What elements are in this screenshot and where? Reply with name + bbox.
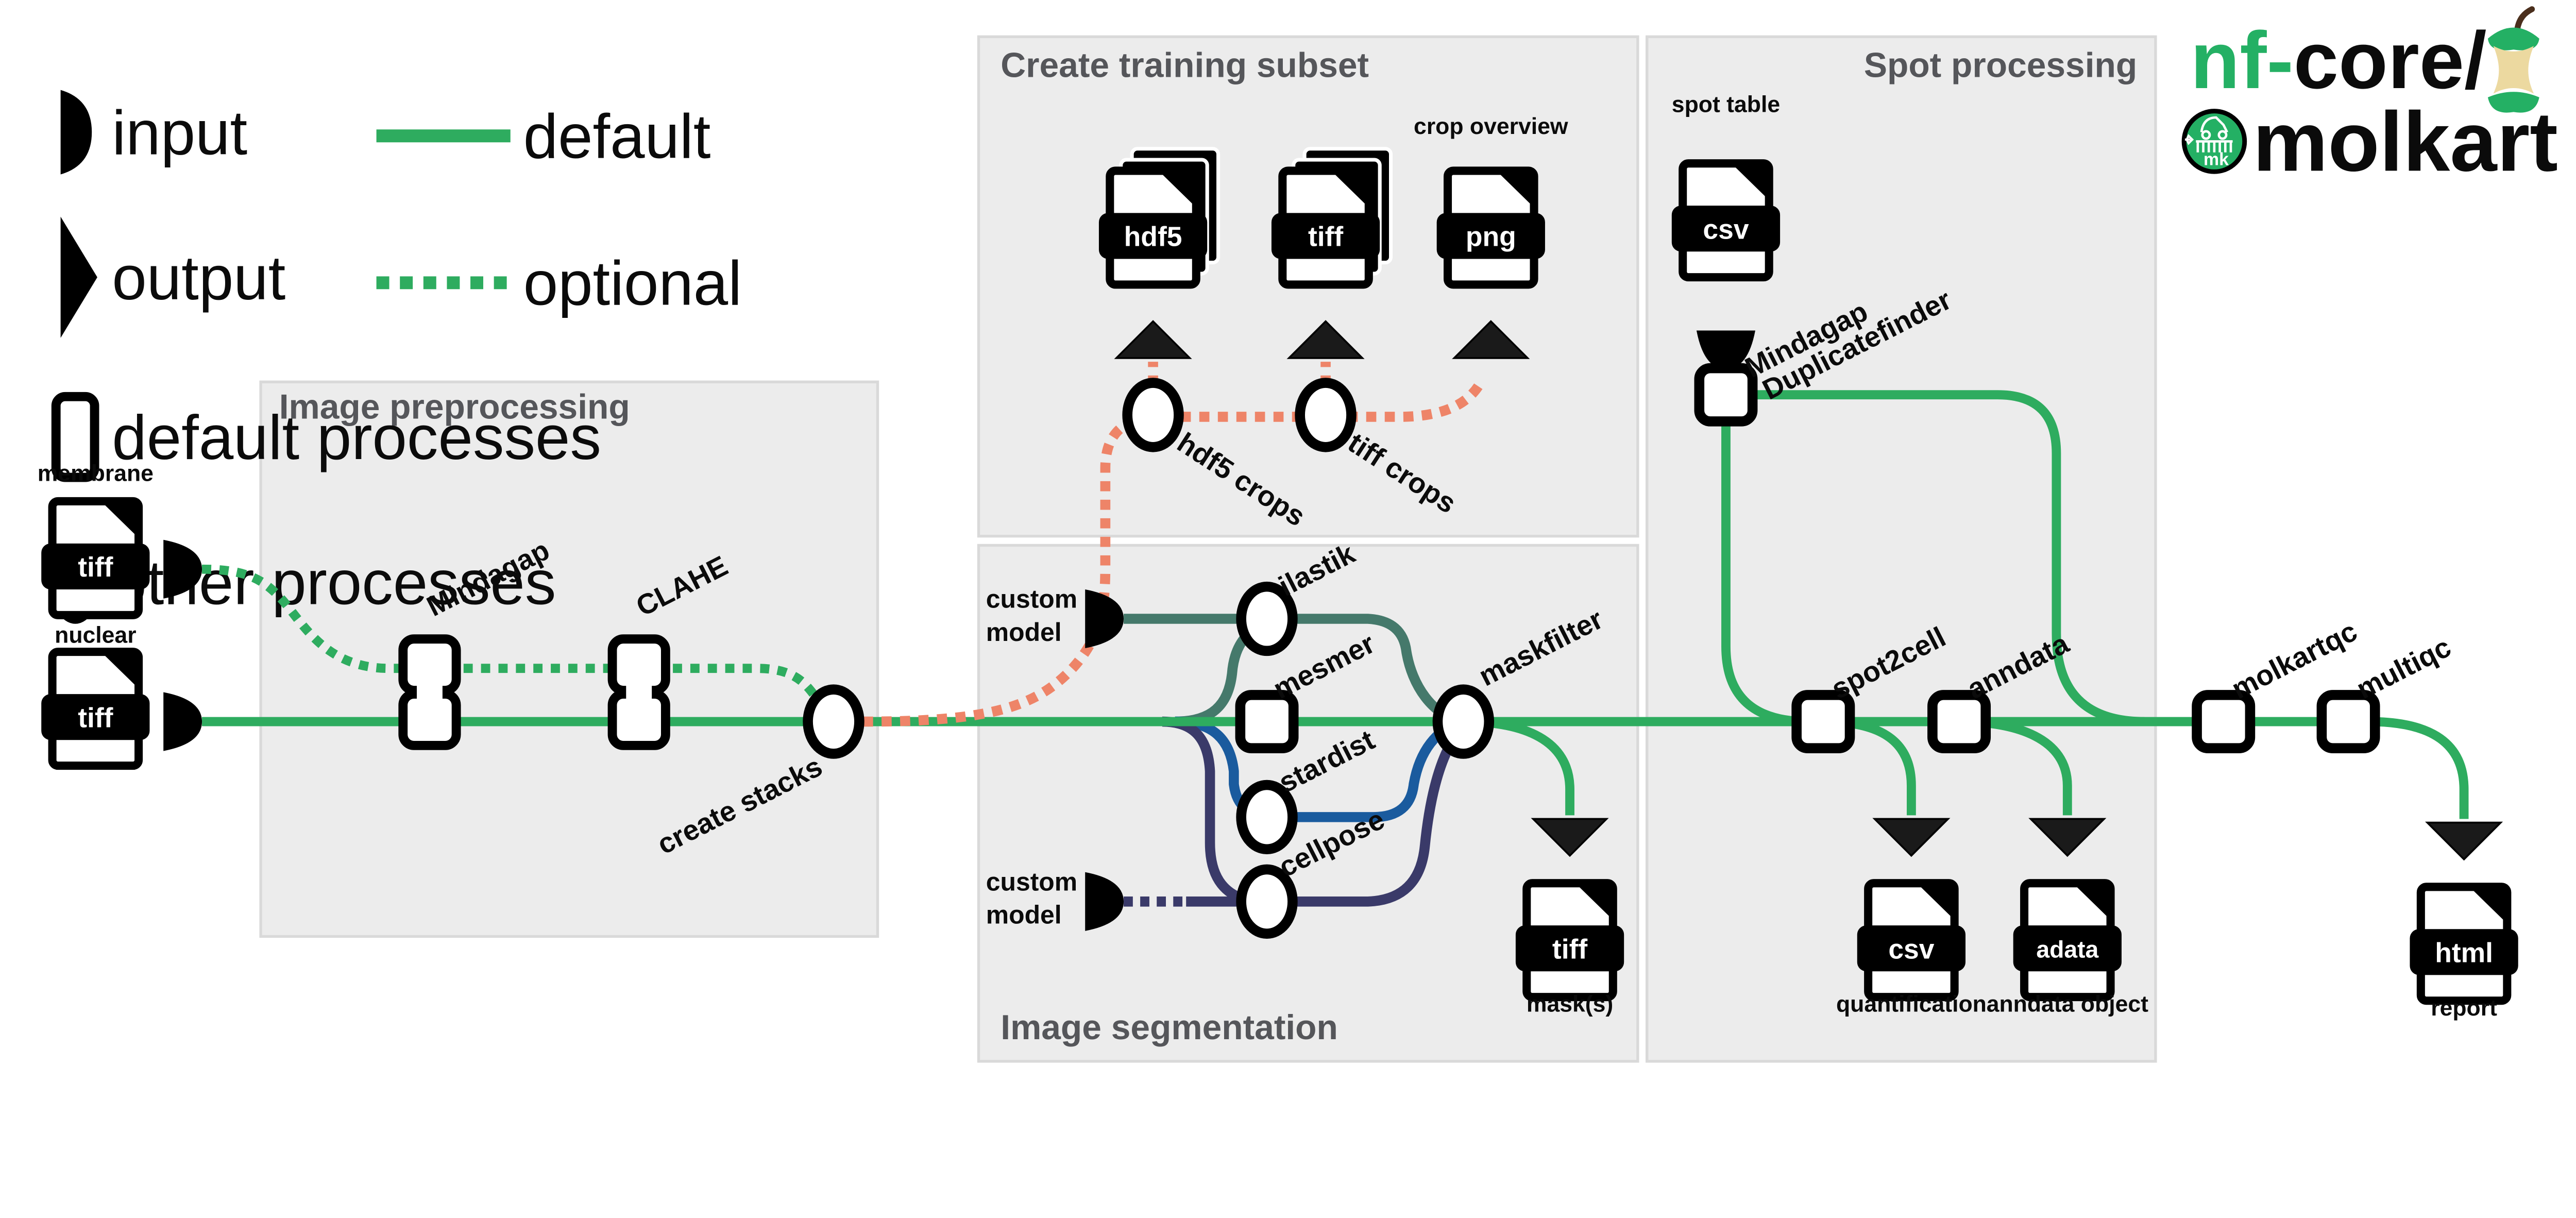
svg-text:hdf5: hdf5 — [1124, 222, 1182, 252]
edge-multiqc-to-report — [2368, 717, 2469, 819]
process-cellpose — [1241, 869, 1293, 934]
apple-core-icon — [2487, 6, 2539, 113]
file-icon-membrane-tiff: tiff — [41, 501, 149, 615]
file-icon-hdf5-stack: hdf5 — [1099, 149, 1218, 285]
label-crop-overview: crop overview — [1414, 114, 1568, 139]
legend-item-optional-line: optional — [376, 248, 742, 318]
legend-input-label: input — [112, 97, 247, 167]
file-icon-spot-table-csv: csv — [1672, 163, 1780, 277]
process-duplicatefinder — [1699, 368, 1752, 421]
process-create-stacks — [808, 689, 859, 754]
legend-item-input: input — [60, 90, 247, 175]
edge-duplicatefinder-bypass — [1753, 390, 2145, 726]
spark-icon — [2184, 134, 2194, 145]
legend-default-processes-label: default processes — [112, 402, 601, 472]
label-custom-model-cellpose: custom model — [986, 867, 1084, 929]
label-nuclear: nuclear — [55, 622, 136, 648]
molkart-badge: mk — [2181, 109, 2247, 174]
file-icon-quantification-csv: csv — [1857, 883, 1965, 997]
label-anndata-object: anndata object — [1987, 992, 2148, 1017]
legend-item-output: output — [60, 216, 285, 338]
process-maskfilter — [1437, 689, 1489, 754]
box-title-training: Create training subset — [1001, 46, 1369, 85]
edge-cellpose-drop — [1162, 716, 1257, 907]
svg-text:tiff: tiff — [78, 552, 113, 583]
edge-create-stacks-to-crops — [862, 381, 1484, 727]
legend-optional-line-label: optional — [523, 248, 742, 318]
svg-text:tiff: tiff — [1308, 222, 1343, 252]
svg-text:html: html — [2435, 938, 2493, 968]
label-masks: mask(s) — [1527, 992, 1613, 1017]
output-triangle-report — [2426, 821, 2502, 860]
box-title-preprocessing: Image preprocessing — [279, 388, 630, 427]
process-mindagap — [403, 639, 456, 746]
svg-text:tiff: tiff — [1552, 934, 1587, 965]
kart-icon — [2196, 116, 2233, 153]
file-icon-tiff-stack: tiff — [1272, 149, 1391, 285]
logo-text-molkart: molkart — [2253, 94, 2558, 189]
label-spot-table: spot table — [1672, 92, 1780, 117]
legend-output-label: output — [112, 243, 285, 313]
process-clahe — [613, 639, 666, 746]
nf-core-molkart-logo: nf-core/ mk molkart — [2181, 6, 2558, 189]
logo-text-nfcore: nf-core/ — [2191, 15, 2487, 106]
svg-text:csv: csv — [1888, 934, 1934, 965]
svg-text:adata: adata — [2036, 936, 2099, 963]
legend-item-default-processes: default processes — [51, 392, 601, 482]
svg-text:csv: csv — [1703, 214, 1749, 245]
label-multiqc: multiqc — [2351, 631, 2456, 705]
file-icon-anndata-adata: adata — [2013, 883, 2122, 997]
process-stardist — [1241, 785, 1293, 850]
process-tiff-crops — [1300, 383, 1351, 447]
box-image-preprocessing — [259, 380, 879, 938]
output-icon — [60, 216, 97, 338]
label-custom-model-ilastik: custom model — [986, 585, 1084, 647]
default-process-icon — [51, 392, 99, 482]
box-title-spot: Spot processing — [1864, 46, 2137, 85]
file-icon-png: png — [1437, 171, 1545, 284]
svg-text:png: png — [1466, 222, 1516, 252]
pipeline-diagram: Image preprocessing Create training subs… — [0, 6, 2558, 1063]
process-hdf5-crops — [1127, 383, 1179, 447]
label-report: report — [2431, 995, 2497, 1021]
file-icon-masks-tiff: tiff — [1516, 883, 1624, 997]
label-quantification: quantification — [1836, 992, 1987, 1017]
edge-spot-table-to-spot2cell — [1721, 363, 1809, 726]
badge-mk-label: mk — [2204, 150, 2229, 170]
input-icon — [60, 90, 92, 175]
file-icon-report-html: html — [2410, 887, 2518, 1001]
file-icons: tiff tiff hdf5 tiff png csv tiff csv ada… — [41, 149, 2518, 1001]
legend-default-line-label: default — [523, 101, 711, 171]
label-membrane: membrane — [38, 461, 154, 486]
molkart-pipeline-svg: Image preprocessing Create training subs… — [0, 6, 2558, 1063]
legend-item-default-line: default — [376, 101, 711, 171]
box-title-segmentation: Image segmentation — [1001, 1008, 1338, 1047]
file-icon-nuclear-tiff: tiff — [41, 652, 149, 766]
nuclear-input-icon — [163, 692, 202, 751]
svg-text:tiff: tiff — [78, 703, 113, 733]
